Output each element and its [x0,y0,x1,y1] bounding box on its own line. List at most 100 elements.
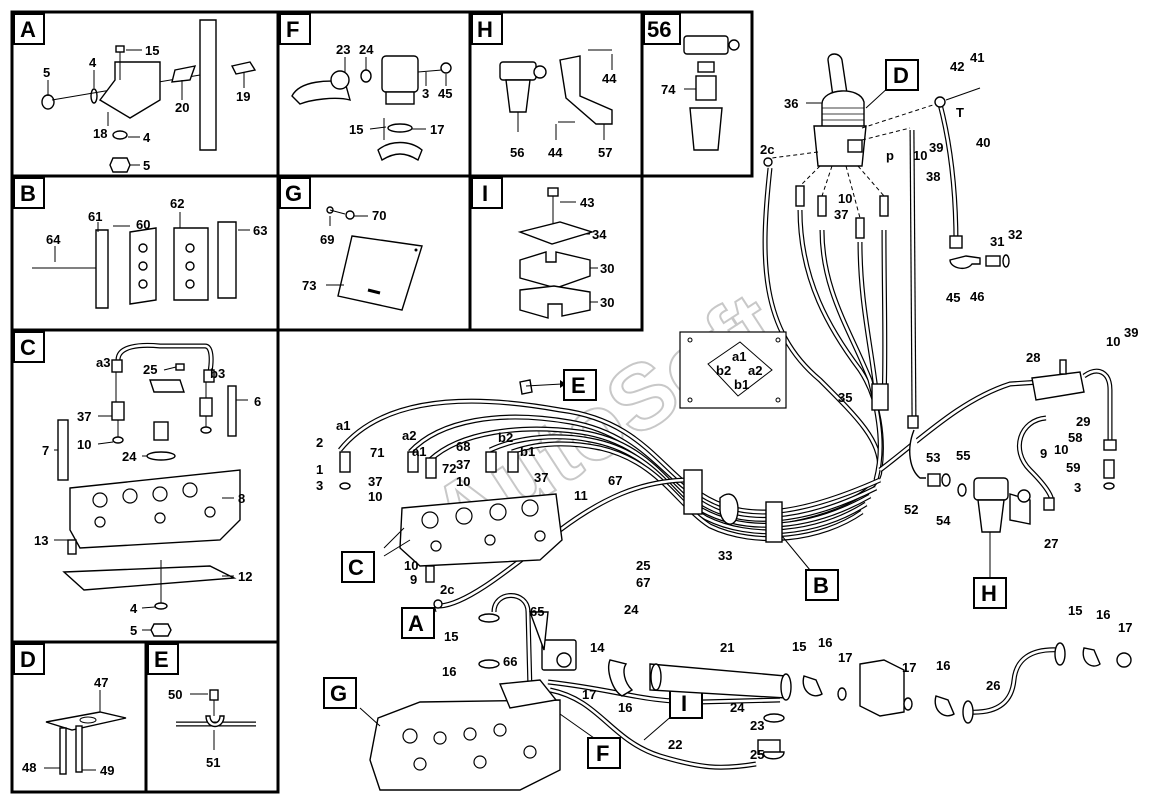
hoses-38-40 [907,87,1010,429]
panel-G-tag: G [285,181,302,206]
inset-plate [679,331,787,409]
label-25b: 25 [750,747,764,762]
label-hose-b1: b1 [520,444,535,459]
label-10: 10 [913,148,927,163]
label-55: 55 [956,448,970,463]
label-h-44: 44 [602,71,617,86]
callout-B-box [805,569,839,601]
label-17b: 17 [838,650,852,665]
label-9b: 9 [410,572,417,587]
valve-fittings [339,451,519,609]
label-45: 45 [946,290,960,305]
callout-E: E [571,373,586,398]
label-3b: 3 [316,478,323,493]
label-17: 17 [582,687,596,702]
panel-C-labels: a3 25 b3 6 37 10 24 7 8 13 12 4 5 [34,355,261,638]
label-f-45: 45 [438,86,452,101]
panel-H-labels: 44 56 44 57 [510,71,617,160]
label-28: 28 [1026,350,1040,365]
label-27: 27 [1044,536,1058,551]
callout-G: G [330,681,347,706]
label-25: 25 [636,558,650,573]
label-71: 71 [370,445,384,460]
callout-D-box [885,59,919,91]
label-g-73: 73 [302,278,316,293]
label-65: 65 [530,604,544,619]
label-hose-a2: a2 [402,428,416,443]
callout-I: I [681,691,687,716]
label-14: 14 [590,640,605,655]
label-17c: 17 [902,660,916,675]
label-c-b3: b3 [210,366,225,381]
label-g-70: 70 [372,208,386,223]
label-67: 67 [608,473,622,488]
label-31: 31 [990,234,1004,249]
label-h-44b: 44 [548,145,563,160]
callout-C: C [348,555,364,580]
label-29: 29 [1076,414,1090,429]
panel-I-drawing [517,187,598,319]
panel-H-drawing [499,49,613,140]
label-32: 32 [1008,227,1022,242]
panel-tags: A F H 56 B G I C D E [13,13,681,675]
label-c-24: 24 [122,449,137,464]
label-hose-a1b: a1 [412,444,426,459]
panel-F-drawing [291,55,452,162]
label-17d: 17 [1118,620,1132,635]
lower-hydraulic-assembly [369,593,781,791]
label-72: 72 [442,461,456,476]
panel-A-labels: 15 5 4 20 19 18 4 5 [43,43,250,173]
label-i-43: 43 [580,195,594,210]
label-a-20: 20 [175,100,189,115]
panel-56-tag: 56 [647,17,671,42]
control-valve-block [383,493,563,567]
panel-C-drawing [54,342,248,637]
label-inset-a2: a2 [748,363,762,378]
label-56-74: 74 [661,82,676,97]
label-c-13: 13 [34,533,48,548]
panel-B-tag: B [20,181,36,206]
label-2c-b: 2c [440,582,454,597]
filter-assembly [909,429,1055,533]
label-15: 15 [444,629,458,644]
label-66: 66 [503,654,517,669]
label-e-50: 50 [168,687,182,702]
label-f-23: 23 [336,42,350,57]
label-3: 3 [1074,480,1081,495]
label-42: 42 [950,59,964,74]
joystick-fittings [763,157,889,239]
joystick-dashes [771,103,937,219]
callout-F-lead [559,713,595,739]
panel-G-labels: 70 69 73 [302,208,386,293]
label-d-48: 48 [22,760,36,775]
label-37: 37 [834,207,848,222]
callout-D: D [893,63,909,88]
callout-F: F [596,741,609,766]
label-f-3: 3 [422,86,429,101]
label-i-30: 30 [600,261,614,276]
label-67b: 67 [636,575,650,590]
label-10g: 10 [404,558,418,573]
callout-E-box [563,369,597,401]
panel-I-labels: 43 34 30 30 [580,195,614,310]
label-a-5: 5 [43,65,50,80]
label-10b: 10 [838,191,852,206]
label-15b: 15 [792,639,806,654]
label-g-69: 69 [320,232,334,247]
label-1: 1 [316,462,323,477]
label-f-15: 15 [349,122,363,137]
label-a-18: 18 [93,126,107,141]
label-inset-a1: a1 [732,349,746,364]
label-a-15: 15 [145,43,159,58]
label-c-5: 5 [130,623,137,638]
panel-F-labels: 23 24 3 45 15 17 [336,42,452,137]
callout-H: H [981,581,997,606]
label-39b: 39 [1124,325,1138,340]
label-h-56: 56 [510,145,524,160]
label-21: 21 [720,640,734,655]
panel-F-tag: F [286,17,299,42]
panel-G-drawing [326,206,423,311]
label-23: 23 [750,718,764,733]
label-37c: 37 [534,470,548,485]
label-10f: 10 [368,489,382,504]
